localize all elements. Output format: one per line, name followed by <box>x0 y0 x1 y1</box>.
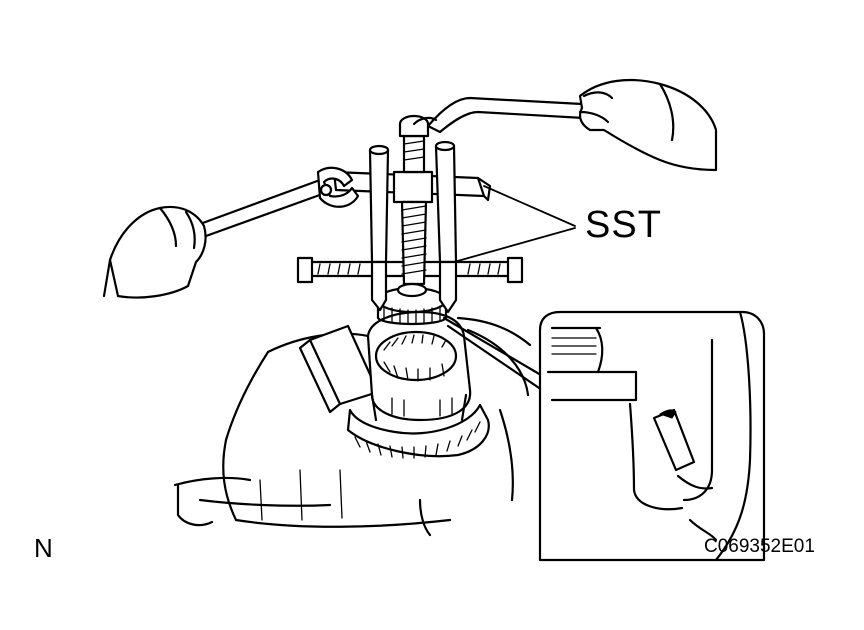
view-letter: N <box>34 533 53 563</box>
transaxle-housing <box>173 316 532 537</box>
bearing-puller-sst <box>296 114 524 314</box>
sst-label: SST <box>585 204 662 246</box>
right-hand <box>578 78 718 172</box>
detail-inset <box>442 310 766 562</box>
figure-code: C069352E01 <box>704 536 815 557</box>
left-wrench <box>198 166 360 238</box>
left-hand <box>102 205 207 299</box>
upper-wrench <box>412 96 586 134</box>
sst-leader-lines <box>453 185 576 263</box>
ring-gear <box>346 403 490 459</box>
spacer-block <box>298 324 380 414</box>
differential-case <box>366 310 472 422</box>
